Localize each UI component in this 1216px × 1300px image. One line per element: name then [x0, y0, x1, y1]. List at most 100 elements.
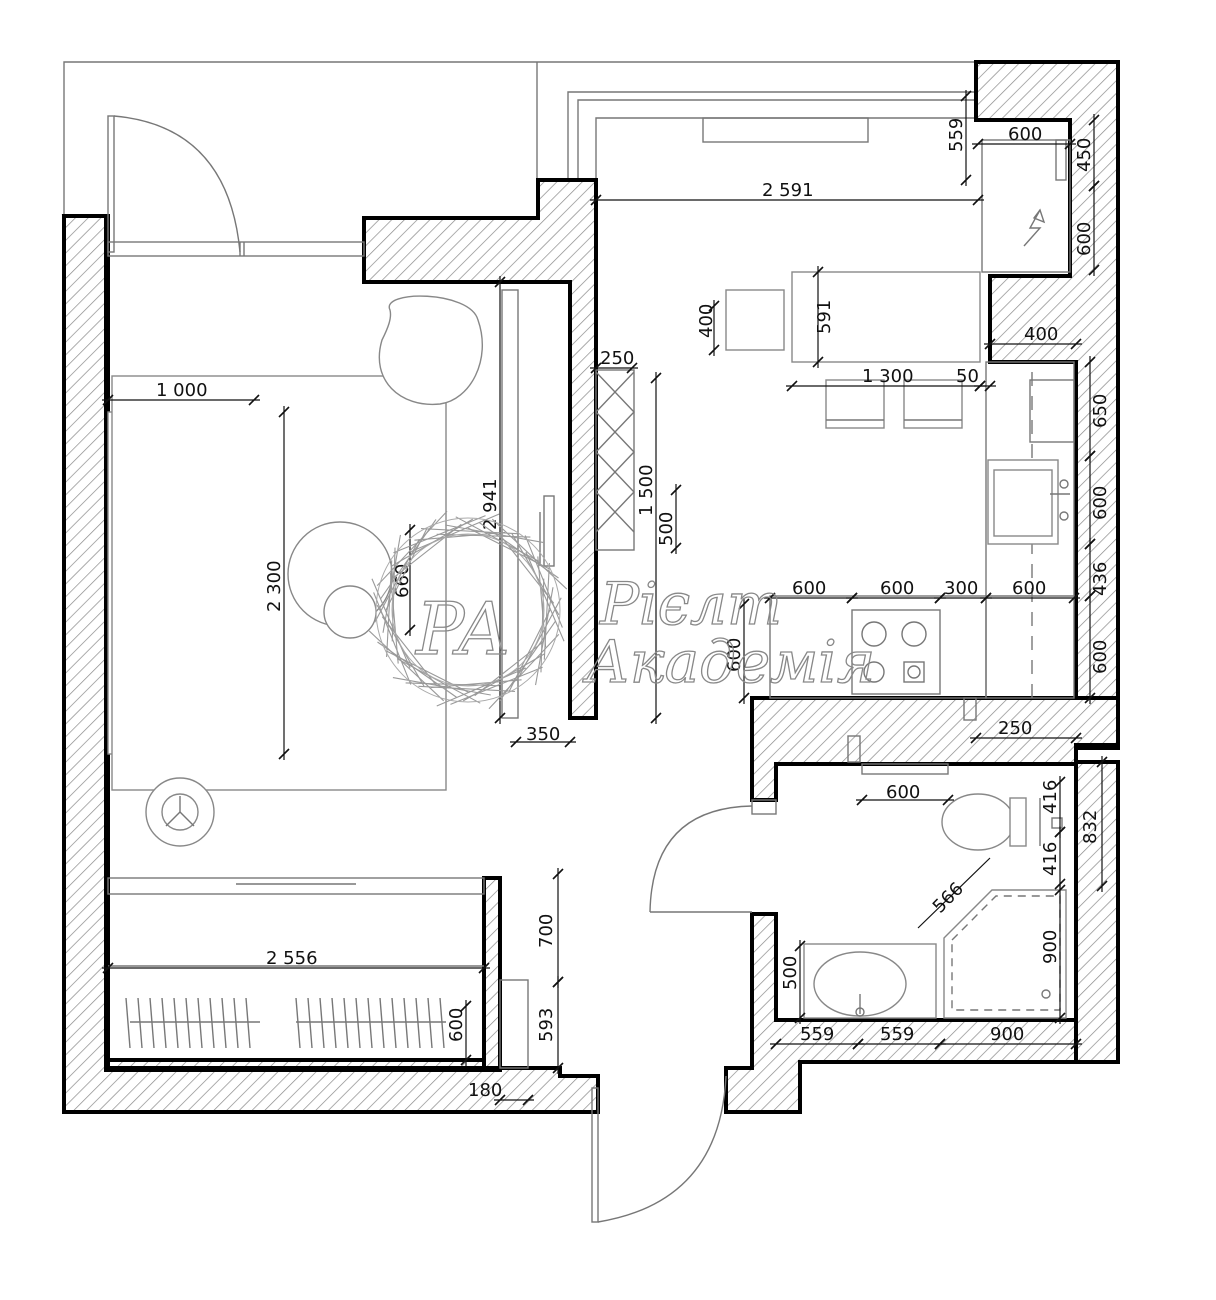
dimension-tick	[984, 338, 996, 350]
dimension-tick	[278, 748, 290, 760]
watermark-strand	[420, 528, 518, 535]
dim-counter-600-right: 600	[1090, 640, 1111, 674]
dim-room-length: 2 941	[480, 478, 501, 530]
kitchen-vent	[963, 697, 977, 721]
dim-counter-depth: 600	[724, 638, 745, 672]
bath-rail	[847, 735, 949, 775]
hanger	[149, 997, 155, 1049]
watermark-circle	[375, 517, 561, 703]
dimension-tick	[1088, 114, 1100, 126]
dim-round-table: 660	[392, 564, 413, 598]
dimension-tick	[794, 1012, 806, 1024]
dim-bath-559-a: 559	[800, 1024, 834, 1045]
dimension-tick	[708, 300, 720, 312]
dimension-tick	[102, 962, 114, 974]
dim-counter-4: 600	[1012, 578, 1046, 599]
dimension-tick	[1064, 138, 1076, 150]
dimension-tick	[102, 394, 114, 406]
watermark-circle	[391, 533, 545, 687]
dimension-tick	[970, 732, 982, 744]
dimension-tick	[1054, 776, 1066, 788]
dim-toilet-416-a: 416	[1040, 780, 1061, 814]
balcony-door	[107, 115, 365, 257]
dimension-tick	[852, 1038, 864, 1050]
dimension-tick	[1084, 450, 1096, 462]
kitchen-counter-bottom	[769, 595, 1074, 699]
dim-sofa-length: 2 300	[264, 560, 285, 612]
dim-sink-600: 600	[1090, 486, 1111, 520]
dimension-tick	[972, 138, 984, 150]
hanger	[379, 997, 385, 1049]
dim-balcony-depth: 559	[946, 118, 967, 152]
dimension-tick	[1084, 538, 1096, 550]
dimension-tick	[590, 194, 602, 206]
hanger	[331, 997, 337, 1049]
dim-wardrobe-length: 2 556	[266, 948, 318, 969]
dim-shelf-height: 1 500	[636, 464, 657, 516]
hanger	[355, 997, 361, 1049]
dimension-tick	[1054, 884, 1066, 896]
hanger	[245, 997, 251, 1049]
dim-shelf-offset: 500	[656, 512, 677, 546]
hanger	[343, 997, 349, 1049]
dimension-tick	[972, 194, 984, 206]
dimension-tick	[1070, 1038, 1082, 1050]
dimension-tick	[738, 692, 750, 704]
dim-hall-700: 700	[536, 914, 557, 948]
dim-tv-stand: 350	[526, 724, 560, 745]
dimension-tick	[522, 1094, 534, 1106]
hanger	[367, 997, 373, 1049]
dimension-tick	[510, 736, 522, 748]
dim-table-length: 1 300	[862, 366, 914, 387]
dimension-labels: 2 591 559 600 450 600 400 591 1 300 50 4…	[156, 118, 1111, 1101]
entrance-door	[591, 1075, 727, 1223]
dimension-tick	[812, 356, 824, 368]
dim-hall-593: 593	[536, 1008, 557, 1042]
wall-top-partition	[362, 178, 598, 720]
dimension-tick	[812, 266, 824, 278]
dim-boiler-height: 600	[1074, 222, 1095, 256]
watermark-strand	[418, 685, 516, 692]
dimension-tick	[984, 380, 996, 392]
watermark-strand	[371, 578, 411, 669]
dim-kitchen-width: 2 591	[762, 180, 814, 201]
watermark-strand	[525, 551, 565, 642]
hanger	[295, 997, 301, 1049]
watermark-strand	[414, 531, 506, 541]
dimension-tick	[708, 344, 720, 356]
dimension-tick	[626, 362, 638, 374]
hanger	[307, 997, 313, 1049]
dim-bath-559-b: 559	[880, 1024, 914, 1045]
dimension-tick	[670, 542, 682, 554]
watermark-logo: PA Рієлт Академія	[368, 510, 876, 710]
watermark-line1: Рієлт	[599, 570, 782, 638]
dimension-tick	[934, 1038, 946, 1050]
dim-wardrobe-depth: 600	[446, 1008, 467, 1042]
watermark-strand	[491, 518, 568, 590]
dim-counter-2: 600	[880, 578, 914, 599]
floor-lamp	[145, 777, 215, 847]
dimension-tick	[1088, 264, 1100, 276]
stool	[323, 585, 377, 639]
dimension-tick	[1070, 732, 1082, 744]
toilet	[941, 793, 1063, 851]
watermark-line2: Академія	[582, 628, 875, 696]
dim-toilet-416-b: 416	[1040, 842, 1061, 876]
hanger	[439, 997, 445, 1049]
dim-counter-3: 300	[944, 578, 978, 599]
dimension-tick	[980, 592, 992, 604]
hanger	[137, 997, 143, 1049]
watermark-strand	[374, 538, 420, 623]
dimension-tick	[1088, 180, 1100, 192]
dimension-tick	[650, 712, 662, 724]
balcony-outline	[63, 61, 975, 216]
dimension-tick	[960, 174, 972, 186]
wardrobe	[107, 877, 485, 1049]
dim-cabinet-650: 650	[1090, 394, 1111, 428]
hanger	[391, 997, 397, 1049]
fridge	[981, 139, 1071, 273]
dimension-tick	[552, 1062, 564, 1074]
dimension-tick	[1084, 356, 1096, 368]
dimension-tick	[650, 372, 662, 384]
watermark-strand	[537, 556, 547, 648]
